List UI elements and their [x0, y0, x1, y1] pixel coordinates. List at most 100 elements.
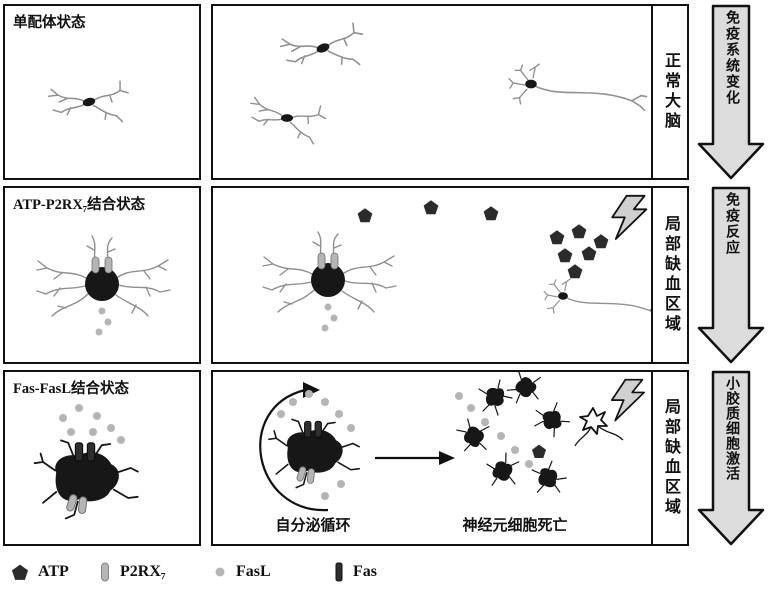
- right-arrowhead: [439, 451, 455, 465]
- fasl-dot: [497, 432, 505, 440]
- fasl-dot: [347, 424, 355, 432]
- fas-bar-icon: [335, 562, 343, 582]
- activated-microglia: [262, 231, 397, 333]
- neuron: [508, 63, 648, 112]
- lightning-icon: [611, 194, 648, 240]
- down-arrow-icon: [697, 186, 765, 364]
- fasl-dot: [305, 390, 313, 398]
- fasl-dot: [321, 492, 329, 500]
- arrow-label-box: 免疫反应: [697, 192, 765, 256]
- atp-pentagon-icon: [11, 564, 29, 580]
- side-strip-normal-brain: 正常大脑: [651, 6, 687, 178]
- dying-neuron: [501, 372, 551, 413]
- fasl-dot: [75, 404, 83, 412]
- panel-microglia-activation: 自分泌循环 神经元细胞死亡 局部缺血区域: [211, 370, 689, 546]
- neuron: [543, 278, 651, 320]
- ischemia-drawing: [262, 194, 651, 333]
- fasl-dot: [107, 424, 115, 432]
- atp-pentagon: [581, 246, 597, 261]
- ramified-microglia: [244, 88, 329, 146]
- panel-ischemia-immune-response: 局部缺血区域: [211, 186, 689, 364]
- fasl-dot: [337, 480, 345, 488]
- down-arrow-icon: [697, 4, 765, 180]
- side-strip-ischemia: 局部缺血区域: [651, 188, 687, 362]
- activation-drawing-area: 自分泌循环 神经元细胞死亡: [213, 372, 651, 544]
- amoeboid-microglia: [33, 439, 139, 520]
- fasl-dot: [59, 414, 67, 422]
- activated-microglia: [36, 235, 171, 337]
- fasl-dot: [89, 428, 97, 436]
- activation-drawing: [259, 372, 645, 512]
- down-arrow-icon: [697, 370, 765, 546]
- dying-neuron: [530, 400, 573, 441]
- fasl-dot: [289, 398, 297, 406]
- p2rx7-capsule-icon: [101, 562, 109, 582]
- panel-title-monomer: 单配体状态: [13, 15, 86, 31]
- legend-item-atp: ATP: [10, 552, 69, 592]
- legend-item-p2rx7: P2RX₇: [98, 552, 166, 592]
- panel-atp-p2rx7-state: ATP-P2RX₇结合状态: [3, 186, 201, 364]
- panel-fas-fasl-state: Fas-FasL结合状态: [3, 370, 201, 546]
- legend-label-fasl: FasL: [236, 563, 271, 580]
- dying-neuron: [480, 447, 525, 493]
- flow-arrow-microglia-activation: 小胶质细胞激活: [697, 370, 765, 546]
- dying-neuron: [478, 379, 513, 416]
- fasl-dot: [117, 436, 125, 444]
- fasl-dot-icon: [215, 567, 225, 577]
- atp-pentagon: [593, 234, 609, 249]
- arrow-label-box: 免疫系统变化: [697, 10, 765, 106]
- amoeboid-microglia: [268, 418, 360, 489]
- legend-label-atp: ATP: [38, 563, 69, 580]
- side-label-ischemia-2: 局部缺血区域: [662, 398, 679, 518]
- flow-arrow-immune-response: 免疫反应: [697, 186, 765, 364]
- side-strip-ischemia-2: 局部缺血区域: [651, 372, 687, 544]
- fasl-dot: [93, 412, 101, 420]
- panel-normal-brain: 正常大脑: [211, 4, 689, 180]
- normal-brain-drawing-area: [213, 6, 651, 178]
- fasl-dot: [335, 410, 343, 418]
- arrow-label: 免疫反应: [724, 192, 739, 256]
- ramified-microglia: [278, 21, 367, 74]
- legend: ATP P2RX₇ FasL Fas: [0, 552, 768, 592]
- atp-pentagon: [549, 230, 565, 245]
- fasl-dot: [67, 428, 75, 436]
- fasl-dot: [321, 398, 329, 406]
- fasl-dot: [455, 392, 463, 400]
- arrow-label: 免疫系统变化: [724, 10, 739, 106]
- fasl-dot: [525, 460, 533, 468]
- flow-arrow-immune-system-change: 免疫系统变化: [697, 4, 765, 180]
- caption-autocrine-loop: 自分泌循环: [275, 518, 351, 534]
- atp-p2rx7-drawing: [36, 235, 171, 337]
- side-label-ischemia: 局部缺血区域: [662, 215, 679, 335]
- fasl-dot: [277, 410, 285, 418]
- ischemia-drawing-area: [213, 188, 651, 362]
- arrow-label-box: 小胶质细胞激活: [697, 376, 765, 481]
- dying-neuron: [527, 457, 570, 498]
- atp-pentagon: [557, 248, 573, 263]
- fasl-dot: [481, 418, 489, 426]
- atp-pentagon: [571, 224, 587, 239]
- panel-title-atp-p2rx7: ATP-P2RX₇结合状态: [13, 197, 146, 213]
- fasl-dot: [511, 446, 519, 454]
- legend-label-fas: Fas: [353, 563, 377, 580]
- atp-pentagon: [423, 200, 439, 215]
- arrow-label: 小胶质细胞激活: [724, 376, 739, 481]
- ramified-microglia: [48, 80, 129, 123]
- normal-brain-drawing: [244, 21, 648, 146]
- legend-label-p2rx7: P2RX₇: [120, 563, 166, 580]
- autocrine-loop-arrow: [259, 388, 329, 512]
- legend-item-fas: Fas: [333, 552, 377, 592]
- lightning-icon: [610, 378, 645, 422]
- stressed-neuron: [574, 407, 624, 447]
- caption-neuronal-death: 神经元细胞死亡: [462, 518, 568, 534]
- atp-pentagon: [567, 264, 583, 279]
- atp-pentagon: [483, 206, 499, 221]
- side-label-normal-brain: 正常大脑: [662, 52, 679, 132]
- panel-title-fas-fasl: Fas-FasL结合状态: [13, 381, 129, 397]
- legend-item-fasl: FasL: [212, 552, 271, 592]
- atp-pentagon: [357, 208, 373, 223]
- atp-pentagon: [531, 444, 547, 458]
- dying-neuron: [449, 413, 498, 461]
- panel-monomer-state: 单配体状态: [3, 4, 201, 180]
